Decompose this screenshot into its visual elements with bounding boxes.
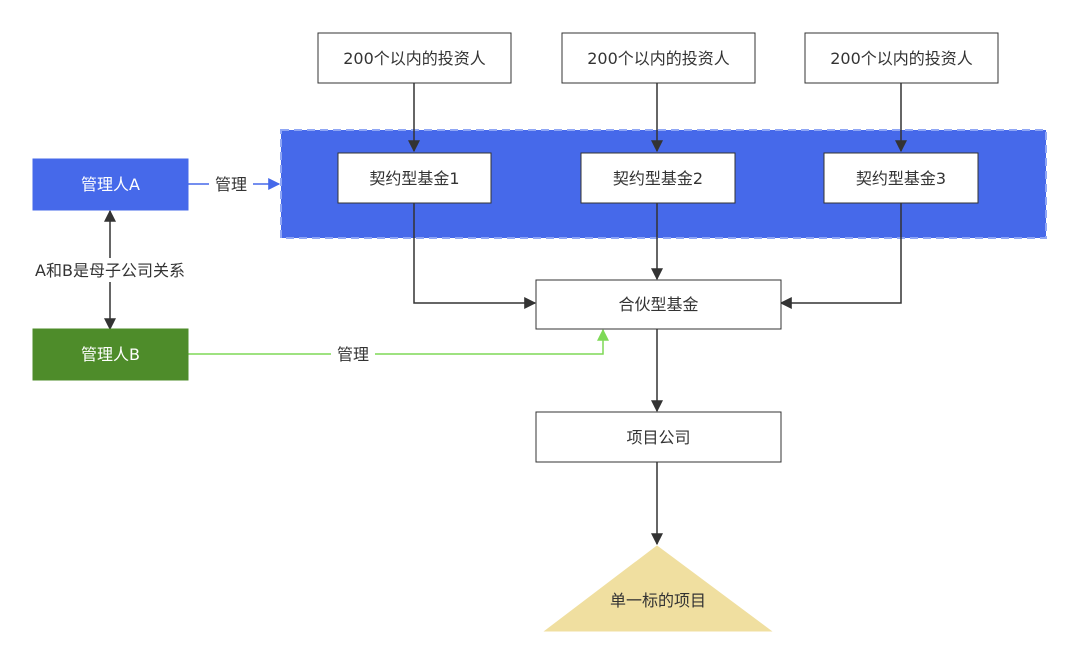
contract-fund-node-2: 契约型基金2 [580,152,736,204]
contract-fund-label-1: 契约型基金1 [369,169,459,188]
project-company-node: 项目公司 [535,411,782,463]
investor-label-3: 200个以内的投资人 [830,49,973,68]
project-company-label: 项目公司 [626,428,690,447]
manager-a-node: 管理人A [32,158,189,211]
edge-manager-b-to-partnership [188,328,609,355]
investor-node-1: 200个以内的投资人 [317,32,512,84]
target-project-label: 单一标的项目 [610,591,706,610]
manage-b-label-bg [331,343,375,365]
investor-label-2: 200个以内的投资人 [587,49,730,68]
manager-b-node: 管理人B [32,328,189,381]
manager-a-label: 管理人A [81,175,140,194]
contract-fund-label-2: 契约型基金2 [613,169,703,188]
manage-a-label-bg [209,173,253,195]
contract-fund-label-3: 契约型基金3 [856,169,946,188]
manager-b-label: 管理人B [81,345,140,364]
partnership-fund-label: 合伙型基金 [618,295,698,314]
investor-label-1: 200个以内的投资人 [343,49,486,68]
partnership-fund-node: 合伙型基金 [535,279,782,330]
investor-node-3: 200个以内的投资人 [804,32,999,84]
manage-a-label: 管理 [215,175,247,194]
investor-node-2: 200个以内的投资人 [561,32,756,84]
manage-b-label: 管理 [337,345,369,364]
edge-fund-3-to-partnership [779,203,902,309]
relation-label-bg [28,258,192,282]
contract-fund-node-3: 契约型基金3 [823,152,979,204]
edge-fund-1-to-partnership [413,203,537,309]
target-project-node: 单一标的项目 [543,545,773,632]
contract-fund-node-1: 契约型基金1 [337,152,492,204]
relation-label: A和B是母子公司关系 [35,261,185,280]
